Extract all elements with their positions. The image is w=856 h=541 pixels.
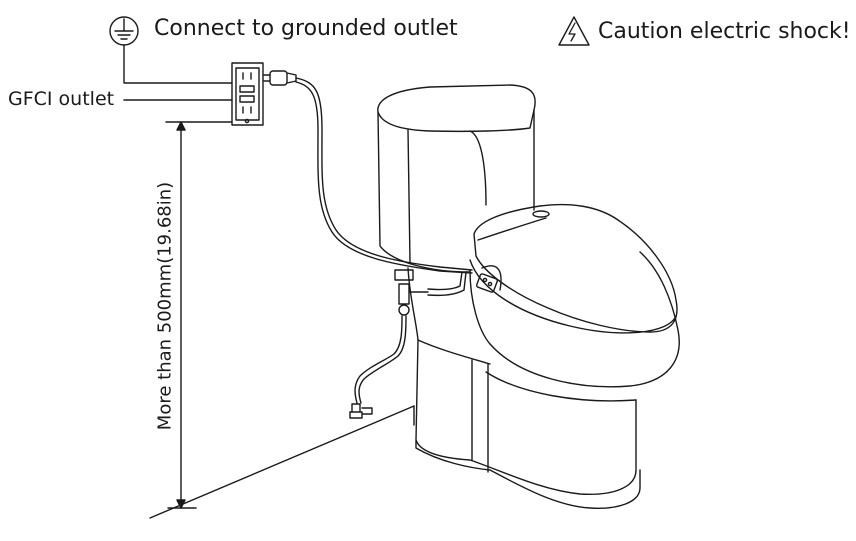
ground-symbol-icon [109, 16, 139, 46]
power-cord [295, 77, 473, 274]
bidet-seat-lid [473, 203, 678, 333]
caution-label: Caution electric shock! [598, 19, 851, 44]
water-supply [349, 269, 467, 419]
floor-wall-corner [149, 405, 415, 519]
toilet-base [407, 267, 641, 510]
power-plug [263, 70, 297, 86]
toilet-bowl [469, 251, 680, 388]
ground-wire-line [123, 44, 233, 84]
toilet-tank [377, 84, 536, 273]
height-dimension [165, 121, 233, 509]
gfci-outlet [231, 62, 264, 126]
ground-instruction-label: Connect to grounded outlet [154, 16, 458, 41]
electric-hazard-warning-icon [558, 16, 590, 46]
gfci-outlet-label: GFCI outlet [8, 88, 115, 110]
height-requirement-label: More than 500mm(19.68in) [154, 181, 176, 431]
bidet-side-panel [476, 273, 498, 293]
